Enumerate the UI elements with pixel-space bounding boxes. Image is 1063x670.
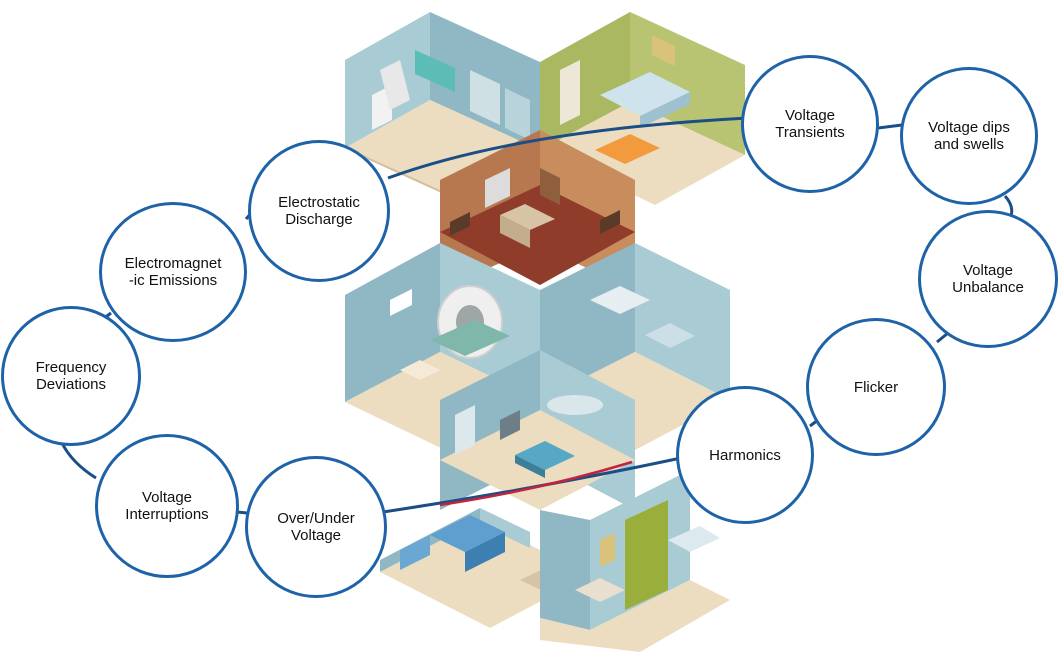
room-middle: [345, 243, 730, 450]
node-flicker: Flicker: [806, 318, 946, 456]
node-electromagnetic-emissions: Electromagnet -ic Emissions: [99, 202, 247, 342]
connector-transients-to-discharge: [387, 116, 749, 180]
connector-lines: [60, 116, 1014, 515]
node-label: Flicker: [853, 378, 899, 396]
node-harmonics: Harmonics: [676, 386, 814, 524]
room-bottom-right: [540, 470, 730, 652]
room-operating: [440, 350, 635, 510]
node-label: Electromagnet -ic Emissions: [124, 255, 222, 289]
node-voltage-unbalance: Voltage Unbalance: [918, 210, 1058, 348]
node-voltage-transients: Voltage Transients: [741, 55, 879, 193]
node-label: Over/Under Voltage: [277, 510, 355, 544]
node-frequency-deviations: Frequency Deviations: [1, 306, 141, 446]
node-over-under-voltage: Over/Under Voltage: [245, 456, 387, 598]
node-label: Frequency Deviations: [35, 359, 107, 393]
room-top-left: [344, 12, 541, 200]
connector-transients-to-dips: [877, 123, 903, 130]
node-label: Harmonics: [709, 446, 781, 464]
node-label: Electrostatic Discharge: [278, 194, 360, 228]
room-middle-top: [440, 130, 635, 292]
room-bottom-left: [380, 508, 590, 628]
node-voltage-dips-swells: Voltage dips and swells: [900, 67, 1038, 205]
node-label: Voltage dips and swells: [928, 119, 1010, 153]
node-label: Voltage Unbalance: [952, 262, 1024, 296]
node-voltage-interruptions: Voltage Interruptions: [95, 434, 239, 578]
connector-frequency-to-interruptions: [60, 442, 97, 480]
node-electrostatic-discharge: Electrostatic Discharge: [248, 140, 390, 282]
node-label: Voltage Interruptions: [125, 489, 209, 523]
accent-red-line: [439, 460, 633, 507]
node-label: Voltage Transients: [775, 107, 845, 141]
